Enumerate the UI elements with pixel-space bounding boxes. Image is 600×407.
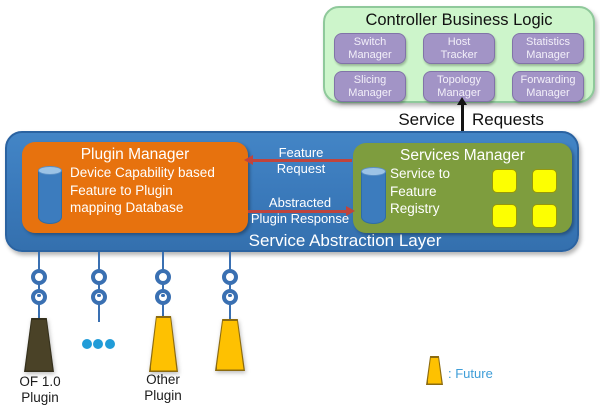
abstracted-response-label: Abstracted Plugin Response <box>250 195 350 226</box>
other-plugin-label: Other Plugin <box>144 372 182 403</box>
interface-socket-icon <box>31 289 47 305</box>
of10-plugin-label: OF 1.0 Plugin <box>19 374 61 405</box>
interface-lollipop-icon <box>31 269 47 285</box>
requests-label: Requests <box>472 110 544 129</box>
database-cylinder-icon <box>38 166 62 224</box>
service-label: Service <box>398 110 455 129</box>
plugin-manager-title: Plugin Manager <box>80 146 190 163</box>
ellipsis-dot <box>82 339 92 349</box>
interface-lollipop-icon <box>222 269 238 285</box>
controller-modules-grid: Switch Manager Host Tracker Statistics M… <box>334 33 584 102</box>
arrowhead-left-icon <box>244 155 253 165</box>
service-requests-arrow <box>461 104 464 137</box>
registry-cylinder-icon <box>361 167 386 224</box>
feature-square-icon <box>532 204 557 228</box>
plugin-manager-description: Device Capability based Feature to Plugi… <box>70 165 215 215</box>
service-abstraction-layer-label: Service Abstraction Layer <box>248 231 442 250</box>
module-host-tracker: Host Tracker <box>423 33 495 64</box>
plugin-connector-line <box>38 252 40 318</box>
feature-request-arrow <box>251 159 352 162</box>
module-forwarding-manager: Forwarding Manager <box>512 71 584 102</box>
module-switch-manager: Switch Manager <box>334 33 406 64</box>
arrowhead-right-icon <box>346 206 355 216</box>
controller-business-logic-box: Controller Business Logic Switch Manager… <box>323 6 595 103</box>
feature-square-icon <box>492 204 517 228</box>
ellipsis-dot <box>105 339 115 349</box>
ellipsis-dot <box>93 339 103 349</box>
module-slicing-manager: Slicing Manager <box>334 71 406 102</box>
of10-plugin-trapezoid <box>24 318 54 372</box>
services-manager-title: Services Manager <box>400 147 525 164</box>
interface-lollipop-icon <box>91 269 107 285</box>
legend-future-label: : Future <box>448 366 493 381</box>
module-topology-manager: Topology Manager <box>423 71 495 102</box>
interface-socket-icon <box>91 289 107 305</box>
services-manager-description: Service to Feature Registry <box>390 166 451 216</box>
feature-square-icon <box>492 169 517 193</box>
future-plugin-trapezoid <box>215 319 245 371</box>
arrowhead-up-icon <box>457 97 467 105</box>
services-manager-box: Services Manager Service to Feature Regi… <box>353 143 572 233</box>
interface-lollipop-icon <box>155 269 171 285</box>
plugin-connector-line <box>98 252 100 322</box>
legend-future-trapezoid-icon <box>426 356 443 385</box>
feature-square-icon <box>532 169 557 193</box>
module-statistics-manager: Statistics Manager <box>512 33 584 64</box>
plugin-manager-box: Plugin Manager Device Capability based F… <box>22 142 248 233</box>
feature-request-label: Feature Request <box>276 145 326 176</box>
controller-title: Controller Business Logic <box>365 11 553 29</box>
abstracted-response-arrow <box>248 210 347 213</box>
plugin-connector-line <box>229 252 231 319</box>
interface-socket-icon <box>155 289 171 305</box>
other-plugin-trapezoid <box>149 316 178 372</box>
interface-socket-icon <box>222 289 238 305</box>
